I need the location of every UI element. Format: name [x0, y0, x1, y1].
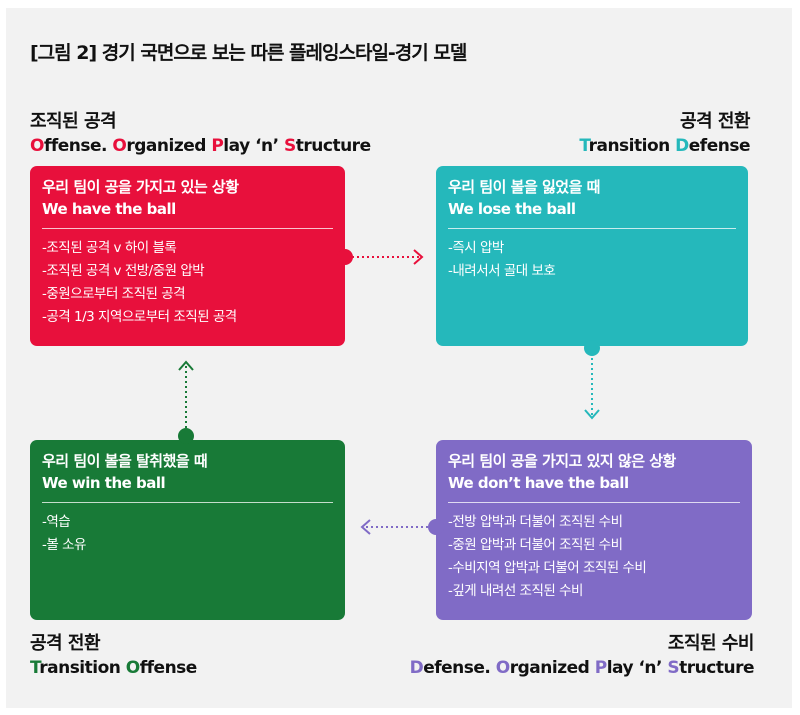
divider: [448, 502, 740, 503]
label-text: ffense: [139, 658, 198, 678]
connector-dot: [337, 249, 353, 265]
label-text: tructure: [295, 136, 371, 156]
label-text: efense.: [423, 658, 496, 678]
label-text: tructure: [679, 658, 754, 678]
box-title: 우리 팀이 공을 가지고 있는 상황: [42, 178, 239, 196]
box-subtitle: We win the ball: [42, 474, 166, 492]
label-ko: 공격 전환: [679, 111, 751, 132]
connector-dot: [584, 340, 600, 356]
label-text: ransition: [39, 658, 126, 678]
box-offense: 우리 팀이 공을 가지고 있는 상황 We have the ball -조직된 공…: [30, 166, 345, 346]
label-ko: 조직된 공격: [30, 111, 117, 132]
highlight-letter: P: [211, 136, 224, 156]
box-subtitle: We lose the ball: [448, 200, 576, 218]
box-transition-offense: 우리 팀이 볼을 탈취했을 때 We win the ball -역습 -볼 소유: [30, 440, 345, 620]
label-defense: 조직된 수비 Defense. Organized Play ‘n’ Struc…: [409, 632, 755, 680]
list-item: -즉시 압박: [448, 240, 504, 256]
label-transition-defense: 공격 전환 Transition Defense: [579, 110, 750, 158]
highlight-letter: T: [30, 658, 40, 678]
list-item: -역습: [42, 514, 71, 530]
box-title: 우리 팀이 볼을 탈취했을 때: [42, 452, 208, 470]
box-defense: 우리 팀이 공을 가지고 있지 않은 상황 We don’t have the b…: [436, 440, 752, 620]
label-text: ffense.: [43, 136, 113, 156]
highlight-letter: D: [409, 658, 424, 678]
arrow-defense-to-transition-offense: [360, 519, 428, 535]
arrow-offense-to-transition-defense: [352, 249, 424, 265]
list-item: -깊게 내려선 조직된 수비: [448, 583, 583, 599]
figure-tag: [그림 2]: [30, 42, 97, 64]
label-ko: 조직된 수비: [667, 633, 755, 654]
highlight-letter: O: [30, 136, 44, 156]
list-item: -조직된 공격 v 전방/중원 압박: [42, 263, 205, 279]
highlight-letter: D: [675, 136, 689, 156]
label-en: Transition Offense: [30, 656, 197, 680]
label-text: efense: [688, 136, 751, 156]
box-subtitle: We don’t have the ball: [448, 474, 629, 492]
label-text: lay ‘n’: [606, 658, 668, 678]
highlight-letter: O: [495, 658, 510, 678]
highlight-letter: O: [112, 136, 127, 156]
divider: [448, 228, 736, 229]
label-text: lay ‘n’: [223, 136, 285, 156]
list-item: -중원 압박과 더불어 조직된 수비: [448, 537, 623, 553]
figure-title: [그림 2] 경기 국면으로 보는 따른 플레잉스타일-경기 모델: [30, 38, 468, 65]
box-subtitle: We have the ball: [42, 200, 176, 218]
label-en: Transition Defense: [579, 134, 750, 158]
label-text: rganized: [509, 658, 595, 678]
label-en: Offense. Organized Play ‘n’ Structure: [30, 134, 371, 158]
list-item: -전방 압박과 더불어 조직된 수비: [448, 514, 623, 530]
divider: [42, 228, 333, 229]
box-transition-defense: 우리 팀이 볼을 잃었을 때 We lose the ball -즉시 압박 -내려서…: [436, 166, 748, 346]
highlight-letter: O: [125, 658, 140, 678]
divider: [42, 502, 333, 503]
highlight-letter: S: [667, 658, 680, 678]
highlight-letter: S: [284, 136, 296, 156]
highlight-letter: T: [579, 136, 589, 156]
box-title: 우리 팀이 공을 가지고 있지 않은 상황: [448, 452, 676, 470]
connector-dot: [428, 519, 444, 535]
list-item: -조직된 공격 v 하이 블록: [42, 240, 177, 256]
highlight-letter: P: [594, 658, 607, 678]
list-item: -중원으로부터 조직된 공격: [42, 286, 186, 302]
label-text: ransition: [588, 136, 676, 156]
label-en: Defense. Organized Play ‘n’ Structure: [409, 656, 755, 680]
list-item: -수비지역 압박과 더불어 조직된 수비: [448, 560, 647, 576]
list-item: -공격 1/3 지역으로부터 조직된 공격: [42, 309, 237, 325]
list-item: -볼 소유: [42, 537, 86, 553]
label-offense: 조직된 공격 Offense. Organized Play ‘n’ Struc…: [30, 110, 371, 158]
figure-title-text: 경기 국면으로 보는 따른 플레잉스타일-경기 모델: [96, 42, 468, 64]
box-title: 우리 팀이 볼을 잃었을 때: [448, 178, 600, 196]
connector-dot: [178, 428, 194, 444]
label-ko: 공격 전환: [30, 633, 101, 654]
list-item: -내려서서 골대 보호: [448, 263, 556, 279]
arrow-transition-offense-to-offense: [178, 360, 194, 428]
label-text: rganized: [126, 136, 212, 156]
arrow-transition-defense-to-defense: [584, 358, 600, 420]
label-transition-offense: 공격 전환 Transition Offense: [30, 632, 197, 680]
